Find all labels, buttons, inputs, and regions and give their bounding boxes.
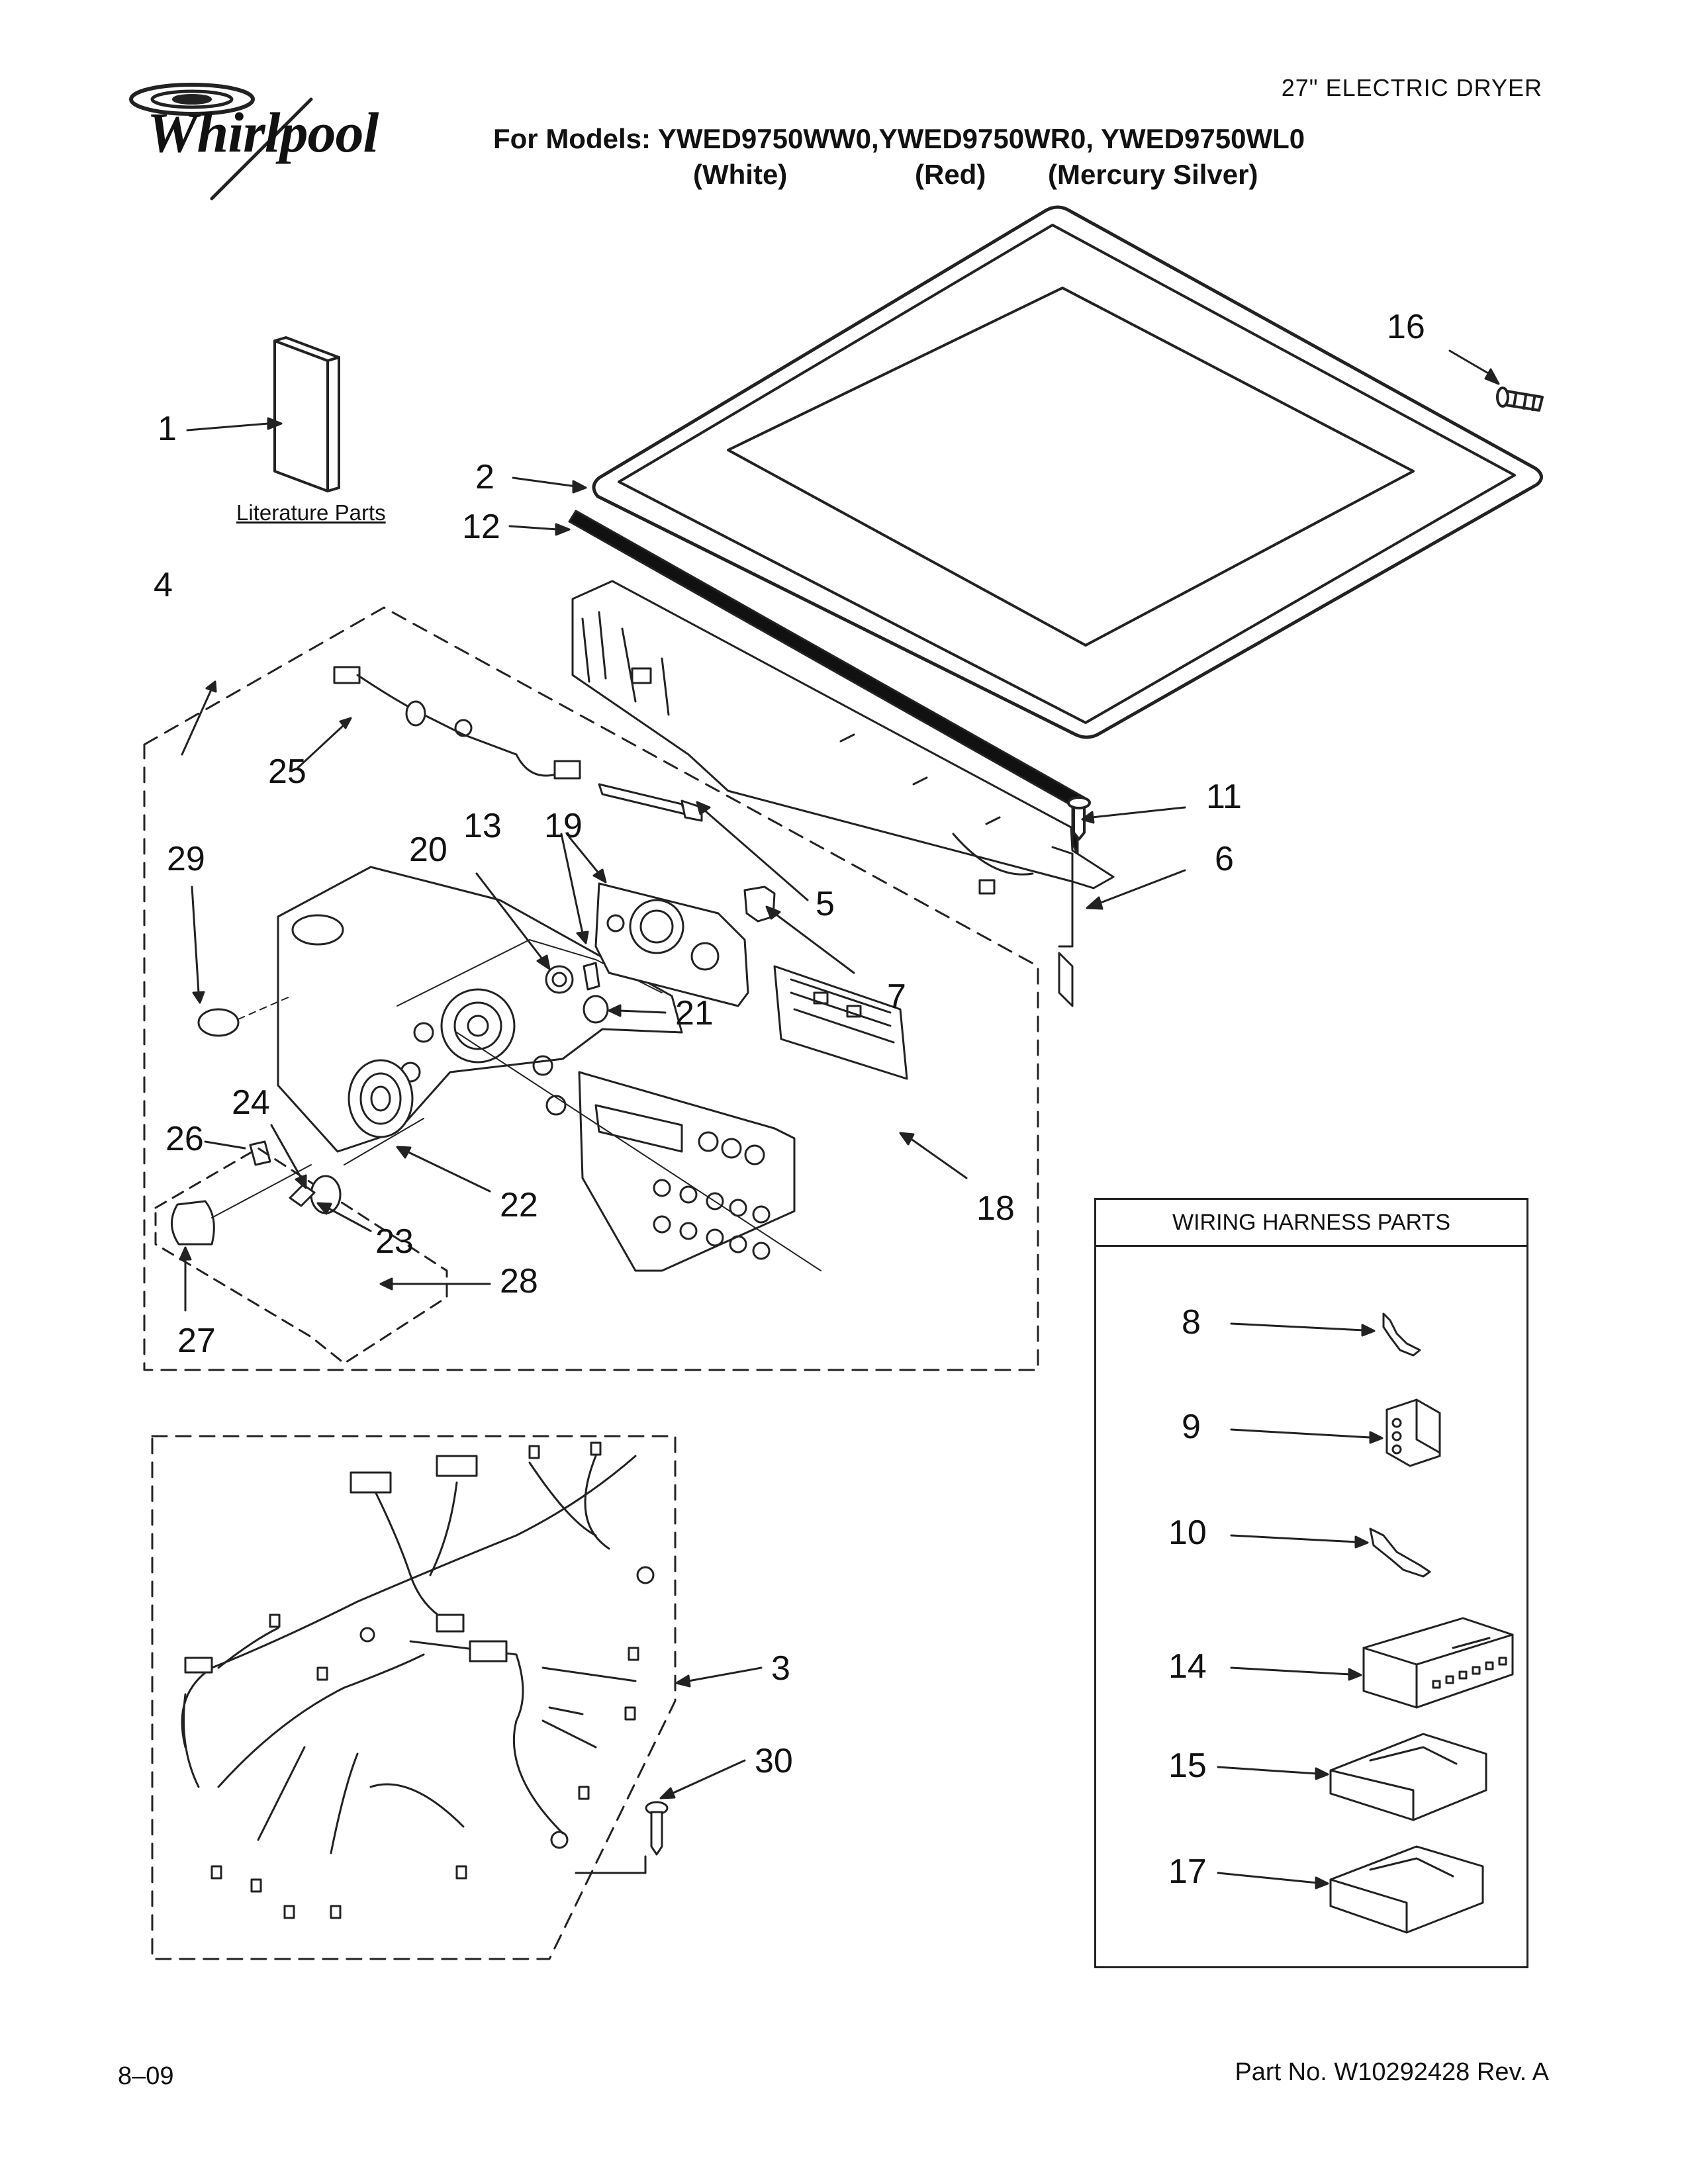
callout-30: 30 <box>755 1742 793 1780</box>
callout-20: 20 <box>409 831 447 869</box>
footer-date: 8–09 <box>118 2062 174 2090</box>
callout-7: 7 <box>887 978 906 1016</box>
callout-16: 16 <box>1387 308 1425 346</box>
knob-components <box>545 962 609 1024</box>
top-panel <box>592 205 1543 739</box>
literature-parts-label: Literature Parts <box>236 500 386 525</box>
whirlpool-logo <box>129 83 313 201</box>
control-board-19 <box>594 882 749 1007</box>
screw-16 <box>1496 387 1544 412</box>
document-type-label: 27" ELECTRIC DRYER <box>1281 74 1542 101</box>
color-white: (White) <box>693 159 788 190</box>
leader-lines <box>179 349 1500 1874</box>
callout-27: 27 <box>177 1322 216 1360</box>
callout-21: 21 <box>675 994 714 1032</box>
callout-10: 10 <box>1168 1514 1207 1552</box>
literature-booklet <box>273 336 340 492</box>
callout-11: 11 <box>1206 778 1242 816</box>
ui-board-18 <box>773 965 908 1080</box>
cable-tie-5 <box>598 783 703 822</box>
callout-13: 13 <box>463 807 502 845</box>
callout-5: 5 <box>816 885 835 923</box>
screw-11 <box>1067 796 1091 841</box>
callout-28: 28 <box>500 1262 538 1300</box>
callout-23: 23 <box>375 1222 414 1261</box>
callout-4: 4 <box>154 566 173 604</box>
callout-22: 22 <box>500 1186 538 1224</box>
callout-1: 1 <box>158 410 177 448</box>
callout-12: 12 <box>462 508 500 546</box>
color-red: (Red) <box>915 159 986 190</box>
callout-14: 14 <box>1168 1647 1207 1686</box>
callout-19: 19 <box>544 807 583 845</box>
brand-logo-text: Whirlpool <box>147 101 379 164</box>
console-assembly-boundary <box>143 606 1039 1371</box>
callout-6: 6 <box>1215 840 1234 878</box>
wiring-harness-parts-title: WIRING HARNESS PARTS <box>1096 1200 1526 1247</box>
button-29 <box>197 1008 240 1037</box>
callout-29: 29 <box>167 840 205 878</box>
button-29-leader <box>238 995 292 1020</box>
callout-9: 9 <box>1182 1408 1201 1446</box>
callout-2: 2 <box>475 458 494 496</box>
wiring-harness-parts-box: WIRING HARNESS PARTS <box>1094 1198 1528 1968</box>
screw-30 <box>645 1801 669 1856</box>
main-harness-boundary <box>151 1435 677 1960</box>
callout-24: 24 <box>232 1083 270 1122</box>
callout-26: 26 <box>165 1120 204 1158</box>
main-wire-harness <box>181 1441 655 1919</box>
callout-8: 8 <box>1182 1303 1201 1342</box>
color-mercury-silver: (Mercury Silver) <box>1048 159 1258 190</box>
legend-part-drawings <box>1217 1312 1514 1934</box>
callout-18: 18 <box>976 1189 1015 1228</box>
callout-17: 17 <box>1168 1852 1207 1891</box>
models-line: For Models: YWED9750WW0,YWED9750WR0, YWE… <box>493 123 1305 154</box>
callout-15: 15 <box>1168 1747 1207 1785</box>
footer-part-number: Part No. W10292428 Rev. A <box>1235 2058 1549 2086</box>
console-bracket <box>571 580 1115 1007</box>
callout-3: 3 <box>771 1649 790 1688</box>
knob-gear-22 <box>348 1059 414 1138</box>
console-harness-25 <box>333 666 581 780</box>
callout-25: 25 <box>268 752 306 791</box>
